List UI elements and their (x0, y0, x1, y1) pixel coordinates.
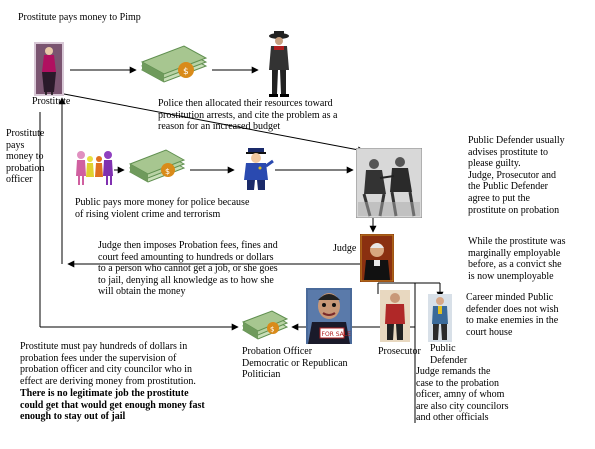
text-marginally-employable: While the prostitute was marginally empl… (468, 236, 566, 282)
text-public-pays: Public pays more money for police becaus… (75, 197, 250, 220)
politician-portrait-icon: FOR SALE (306, 288, 352, 344)
judge-portrait-icon (360, 234, 394, 282)
public-defender-figure-icon (428, 294, 452, 342)
svg-text:$: $ (270, 326, 274, 334)
title-pays-pimp: Prostitute pays money to Pimp (18, 12, 141, 23)
arrest-scene-icon (355, 147, 423, 219)
label-prostitute: Prostitute (32, 96, 71, 107)
money-stack-icon: $ (126, 148, 188, 186)
svg-text:$: $ (165, 167, 170, 176)
text-must-pay: Prostitute must pay hundreds of dollars … (20, 341, 196, 387)
prostitute-figure-icon (34, 42, 64, 96)
label-prosecutor: Prosecutor (378, 346, 421, 357)
text-police-allocated: Police then allocated their resources to… (158, 98, 338, 133)
label-public-defender: Public Defender (430, 343, 468, 366)
text-pays-probation-officer: Prostitute pays money to probation offic… (6, 128, 45, 186)
money-stack-icon: $ (138, 44, 210, 86)
text-judge-remands: Judge remands the case to the probation … (416, 366, 509, 424)
prosecutor-figure-icon (380, 290, 410, 342)
label-judge: Judge (333, 243, 357, 254)
for-sale-sign: FOR SALE (322, 331, 352, 338)
police-officer-icon (238, 146, 274, 192)
arrow-prostitute-to-arrest (63, 93, 365, 154)
text-public-defender-advises: Public Defender usually advises prostitu… (468, 135, 565, 216)
text-career-minded: Career minded Public defender does not w… (466, 292, 559, 338)
pimp-figure-icon (262, 30, 296, 98)
text-judge-imposes: Judge then imposes Probation fees, fines… (98, 240, 278, 298)
label-probation-officer: Probation Officer Democratic or Republic… (242, 346, 348, 381)
svg-text:$: $ (183, 67, 189, 77)
family-figures-icon (76, 150, 114, 186)
text-no-legitimate-job: There is no legitimate job the prostitut… (20, 388, 205, 423)
money-stack-icon: $ (240, 310, 290, 342)
